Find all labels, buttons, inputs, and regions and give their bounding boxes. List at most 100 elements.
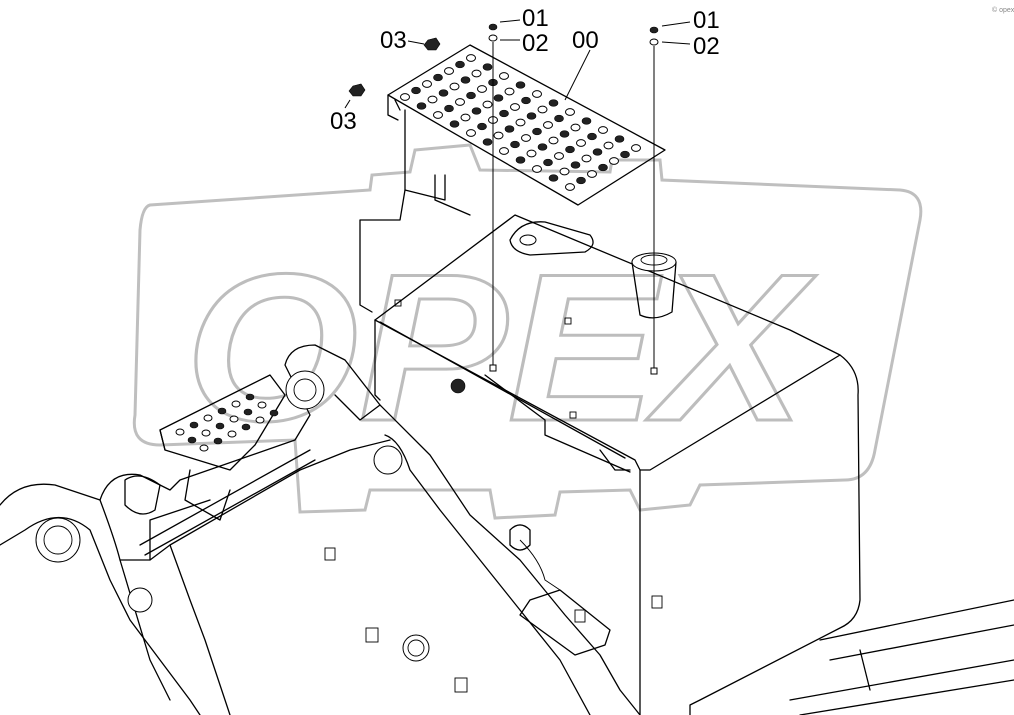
- step-perforation: [598, 126, 608, 134]
- callout-03-top: 03: [380, 27, 407, 54]
- step-perforation: [449, 82, 460, 91]
- tank-boss: [450, 378, 466, 394]
- step-perforation: [537, 105, 548, 114]
- mount-bracket: [519, 589, 611, 656]
- fasteners: [344, 19, 691, 375]
- step-perforation: [548, 136, 559, 145]
- step-perforation: [548, 174, 559, 182]
- step-perforation: [493, 94, 504, 102]
- step-perforation: [255, 416, 265, 424]
- step-perforation: [537, 143, 548, 151]
- step-perforation: [433, 111, 443, 119]
- step-perforation: [477, 85, 487, 93]
- step-perforation: [444, 67, 454, 75]
- step-perforation: [229, 415, 239, 423]
- step-perforation: [477, 122, 487, 131]
- callout-01-right: 01: [693, 7, 720, 34]
- step-perforation: [504, 87, 515, 96]
- step-perforation: [422, 80, 432, 88]
- step-perforation: [515, 81, 526, 89]
- step-perforation: [587, 170, 597, 178]
- step-perforation: [554, 114, 564, 123]
- step-perforation: [257, 401, 267, 409]
- step-perforation: [592, 148, 603, 156]
- step-perforation: [243, 408, 253, 416]
- callout-03-bottom: 03: [330, 108, 357, 135]
- step-perforation: [543, 121, 553, 129]
- watermark-gear-outline: [132, 143, 923, 520]
- step-perforation: [543, 158, 553, 167]
- watermark-corner-text: © opex: [992, 6, 1014, 14]
- step-perforation: [499, 72, 509, 80]
- pin-boss-right: [373, 445, 403, 475]
- frame-step-plate: [159, 374, 286, 471]
- step-perforation: [187, 436, 197, 444]
- step-perforation: [576, 176, 586, 185]
- step-perforation: [570, 161, 581, 169]
- step-perforation: [559, 167, 570, 176]
- step-perforation: [614, 135, 625, 143]
- step-perforation: [510, 140, 520, 149]
- step-perforation: [466, 54, 476, 62]
- callout-labels: 00 01 02 01 02 03 03: [330, 5, 720, 135]
- step-perforation: [438, 89, 449, 97]
- hex-bolt-icon: [348, 83, 366, 97]
- step-perforation: [455, 60, 465, 69]
- step-perforation: [532, 90, 542, 98]
- step-perforation: [576, 139, 586, 147]
- nut-icon: [489, 364, 658, 375]
- clip-3: [454, 677, 468, 693]
- step-perforation: [565, 145, 575, 154]
- step-perforation: [631, 144, 641, 152]
- callout-00: 00: [572, 27, 599, 54]
- step-perforation: [427, 95, 438, 104]
- hex-bolt-icon: [423, 37, 441, 51]
- step-perforation: [526, 112, 537, 120]
- step-perforation: [471, 69, 482, 78]
- step-perforation: [603, 141, 614, 150]
- step-perforation: [482, 138, 493, 146]
- step-perforation: [482, 100, 493, 109]
- watermark-logo-text: OPEX: [185, 230, 817, 465]
- step-perforation: [433, 73, 443, 82]
- step-perforation: [526, 149, 537, 158]
- washer-icon: [649, 26, 659, 46]
- port-flange: [402, 634, 430, 662]
- step-perforation: [217, 407, 227, 415]
- step-perforation: [581, 154, 592, 163]
- step-perforation: [227, 430, 237, 438]
- step-perforation: [609, 157, 619, 165]
- step-plate-00: [359, 44, 666, 313]
- step-perforation: [521, 96, 531, 105]
- callout-02-right: 02: [693, 33, 720, 60]
- step-perforation: [515, 118, 526, 127]
- step-perforation: [460, 76, 471, 84]
- step-perforation: [416, 102, 427, 110]
- clip-1: [324, 547, 336, 561]
- clip-2: [365, 627, 379, 643]
- step-perforation: [548, 99, 559, 107]
- step-perforation: [466, 91, 476, 100]
- step-perforation: [466, 129, 476, 137]
- step-perforation: [587, 132, 597, 141]
- pin-boss-upper: [285, 370, 325, 410]
- step-perforation: [532, 127, 542, 136]
- step-perforation: [510, 103, 520, 111]
- step-perforation: [455, 98, 465, 106]
- step-perforation: [581, 117, 592, 125]
- step-perforation: [215, 422, 225, 430]
- step-perforation: [460, 113, 471, 122]
- opex-watermark: OPEX © opex: [132, 6, 1014, 520]
- step-perforation: [231, 400, 241, 408]
- step-perforation: [493, 131, 504, 140]
- step-perforation: [598, 163, 608, 172]
- step-perforation: [499, 109, 509, 118]
- main-frame: [0, 344, 1014, 715]
- step-perforation: [241, 423, 251, 431]
- step-perforation: [570, 123, 581, 132]
- step-perforation: [449, 120, 460, 128]
- step-perforation: [203, 414, 213, 422]
- callout-02-left: 02: [522, 30, 549, 57]
- hydraulic-tank: [374, 214, 861, 715]
